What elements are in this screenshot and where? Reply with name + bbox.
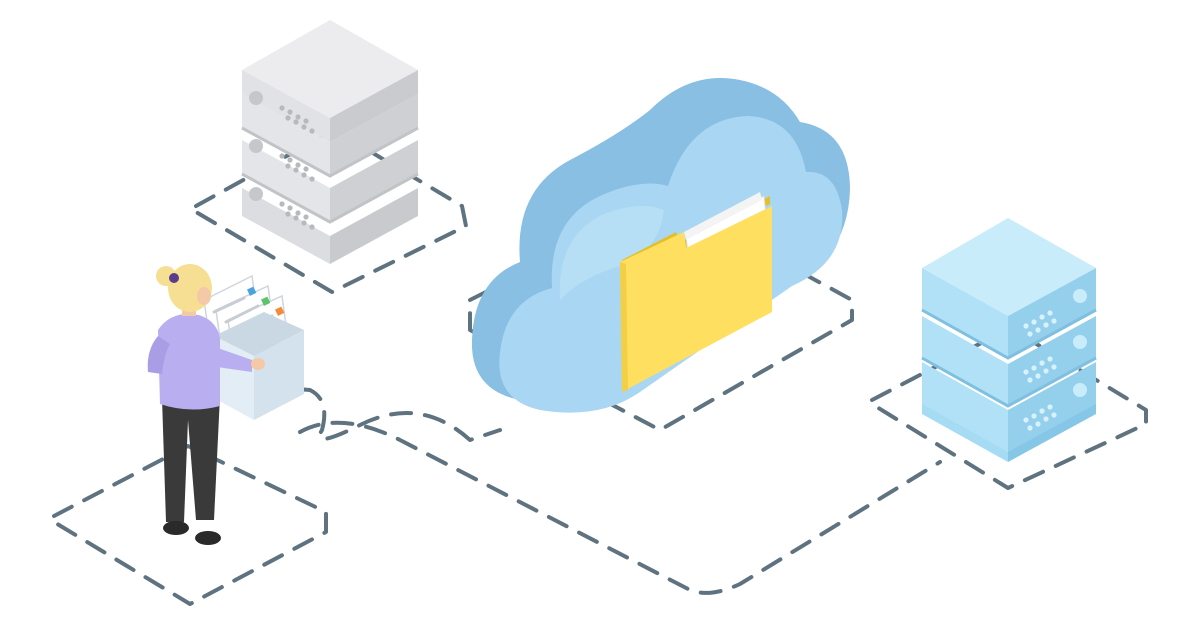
long-connector-path (298, 420, 942, 595)
person-to-cloud-connector-path (234, 382, 502, 442)
gray-server-stack (241, 20, 419, 264)
folder (620, 192, 772, 392)
blue-server-stack (921, 218, 1097, 462)
person (147, 264, 265, 545)
person-platform-path (52, 444, 328, 606)
file-box (203, 274, 304, 420)
